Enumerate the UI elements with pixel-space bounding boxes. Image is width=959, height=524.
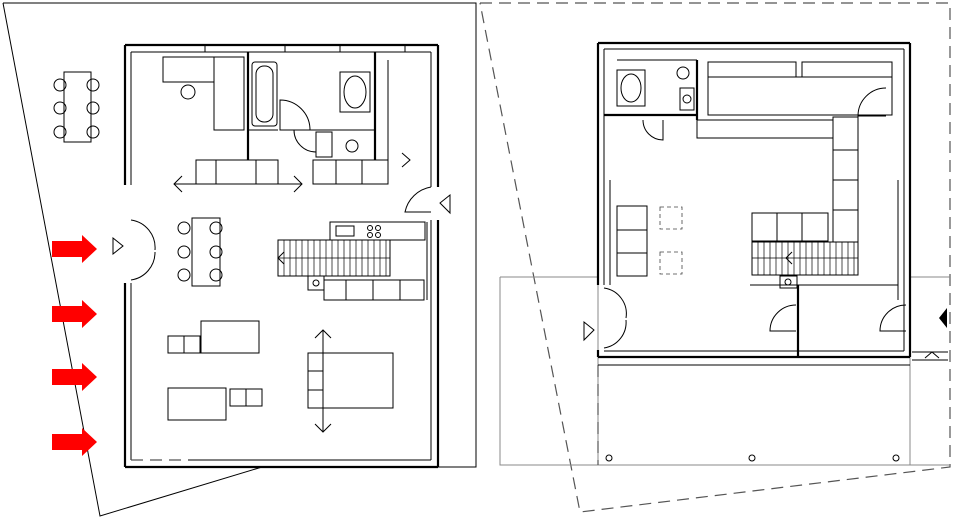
toilet-icon <box>676 66 690 80</box>
bathroom <box>604 59 699 141</box>
stove-icon <box>367 225 381 238</box>
kitchen-island <box>329 221 426 241</box>
red-arrow-icon <box>52 363 97 391</box>
bathroom <box>246 52 377 160</box>
door-swing-icon <box>404 186 432 213</box>
dining-table-icon <box>53 71 100 143</box>
terrace-outline <box>499 276 599 466</box>
staircase-icon <box>751 241 859 276</box>
door-swing-icon <box>857 87 887 117</box>
terrace-step <box>912 351 948 361</box>
sofa-icon <box>616 205 829 277</box>
staircase-icon <box>277 239 391 277</box>
dining-table-icon <box>177 217 223 287</box>
entrance-triangle-icon <box>939 308 947 328</box>
wardrobe <box>213 56 245 131</box>
entrance-triangle-icon <box>583 320 595 342</box>
door-swing-icon <box>642 119 664 141</box>
red-arrows <box>52 235 97 456</box>
bathtub-icon <box>251 61 278 127</box>
red-arrow-icon <box>52 235 97 263</box>
sink-icon <box>616 69 646 107</box>
door-swing-icon <box>879 304 907 332</box>
door-swing-icon <box>769 304 797 332</box>
entrance-triangle-icon <box>112 236 124 256</box>
door-swing-icon <box>603 287 627 349</box>
stool-outlines <box>659 206 683 275</box>
door-swing-icon <box>279 99 311 131</box>
double-arrow-icon <box>314 329 332 433</box>
sink-icon <box>339 71 371 113</box>
bed-icon <box>307 352 394 409</box>
red-arrow-icon <box>52 300 97 328</box>
exterior-walls <box>596 41 912 359</box>
toilet-icon <box>315 131 333 158</box>
ground-floor-plan <box>2 2 477 517</box>
site-boundary-right <box>479 2 951 513</box>
door-swing-icon <box>130 219 156 281</box>
kitchen-counter <box>162 56 216 83</box>
upper-floor-plan <box>479 2 951 513</box>
sofa-icon <box>167 320 263 421</box>
double-arrow-icon <box>173 175 303 193</box>
exterior-walls <box>123 43 440 469</box>
kitchen-sink-icon <box>180 84 196 100</box>
red-arrow-icon <box>52 428 97 456</box>
entrance-triangle-icon <box>439 193 451 215</box>
